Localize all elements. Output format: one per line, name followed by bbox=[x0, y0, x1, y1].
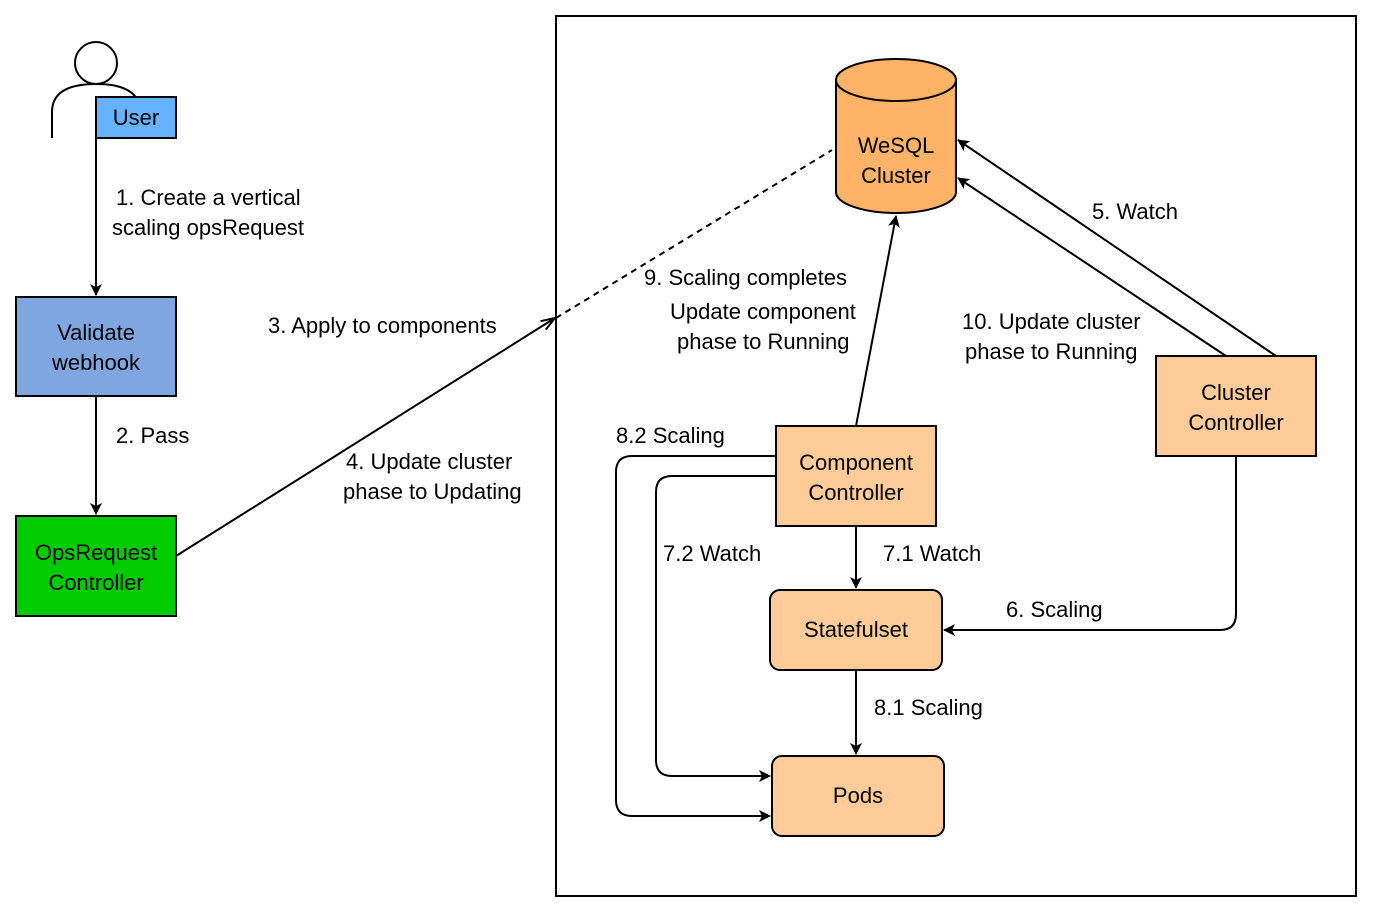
user-actor[interactable]: User bbox=[51, 41, 177, 139]
label-scaling-81: 8.1 Scaling bbox=[874, 695, 983, 720]
edge-watch-72 bbox=[655, 475, 776, 782]
cluster-controller-label-line2: Controller bbox=[1188, 410, 1283, 435]
label-create-opsrequest-line2: scaling opsRequest bbox=[112, 215, 304, 240]
label-update-running-line2: phase to Running bbox=[965, 339, 1137, 364]
edge-watch-5 bbox=[957, 139, 1277, 357]
statefulset-node[interactable]: Statefulset bbox=[769, 589, 943, 671]
label-update-updating-line2: phase to Updating bbox=[343, 479, 522, 504]
wesql-cluster-label-line2: Cluster bbox=[861, 163, 931, 188]
edge-dashed-to-cluster bbox=[555, 149, 833, 319]
label-update-updating-line1: 4. Update cluster bbox=[346, 449, 512, 474]
validate-webhook-label-line1: Validate bbox=[57, 320, 135, 345]
label-scaling-6: 6. Scaling bbox=[1006, 597, 1103, 622]
wesql-cluster-label-line1: WeSQL bbox=[858, 133, 935, 158]
label-watch-5: 5. Watch bbox=[1092, 199, 1178, 224]
opsrequest-controller-label-line2: Controller bbox=[48, 570, 143, 595]
wesql-cluster-node[interactable]: WeSQL Cluster bbox=[835, 58, 957, 214]
label-watch-71: 7.1 Watch bbox=[883, 541, 981, 566]
label-create-opsrequest-line1: 1. Create a vertical bbox=[116, 185, 301, 210]
database-cylinder-icon bbox=[835, 58, 957, 214]
label-apply-components: 3. Apply to components bbox=[268, 313, 497, 338]
label-update-running-line1: 10. Update cluster bbox=[962, 309, 1141, 334]
label-watch-72: 7.2 Watch bbox=[663, 541, 761, 566]
label-scaling-82: 8.2 Scaling bbox=[616, 423, 725, 448]
component-controller-label-line1: Component bbox=[799, 450, 913, 475]
validate-webhook-label-line2: webhook bbox=[51, 350, 141, 375]
validate-webhook-node[interactable]: Validate webhook bbox=[15, 296, 177, 397]
component-controller-label-line2: Controller bbox=[808, 480, 903, 505]
component-controller-node[interactable]: Component Controller bbox=[775, 425, 937, 527]
edge-apply-components bbox=[175, 318, 555, 557]
edge-scaling-6 bbox=[943, 456, 1237, 636]
edge-update-running bbox=[957, 177, 1227, 357]
label-pass: 2. Pass bbox=[116, 423, 189, 448]
cluster-controller-label-line1: Cluster bbox=[1201, 380, 1271, 405]
opsrequest-controller-node[interactable]: OpsRequest Controller bbox=[15, 515, 177, 617]
user-label-box bbox=[95, 96, 177, 139]
cluster-controller-node[interactable]: Cluster Controller bbox=[1155, 355, 1317, 457]
opsrequest-controller-label-line1: OpsRequest bbox=[35, 540, 157, 565]
pods-node[interactable]: Pods bbox=[771, 755, 945, 837]
label-scaling-completes-line1: 9. Scaling completes bbox=[644, 265, 847, 290]
pods-label: Pods bbox=[833, 783, 883, 808]
user-label: User bbox=[113, 105, 159, 130]
label-scaling-completes-line2: Update component bbox=[670, 299, 856, 324]
cluster-boundary bbox=[555, 15, 1357, 897]
label-scaling-completes-line3: phase to Running bbox=[677, 329, 849, 354]
statefulset-label: Statefulset bbox=[804, 617, 908, 642]
edge-scaling-82 bbox=[615, 455, 776, 822]
edge-scaling-completes bbox=[855, 215, 900, 427]
